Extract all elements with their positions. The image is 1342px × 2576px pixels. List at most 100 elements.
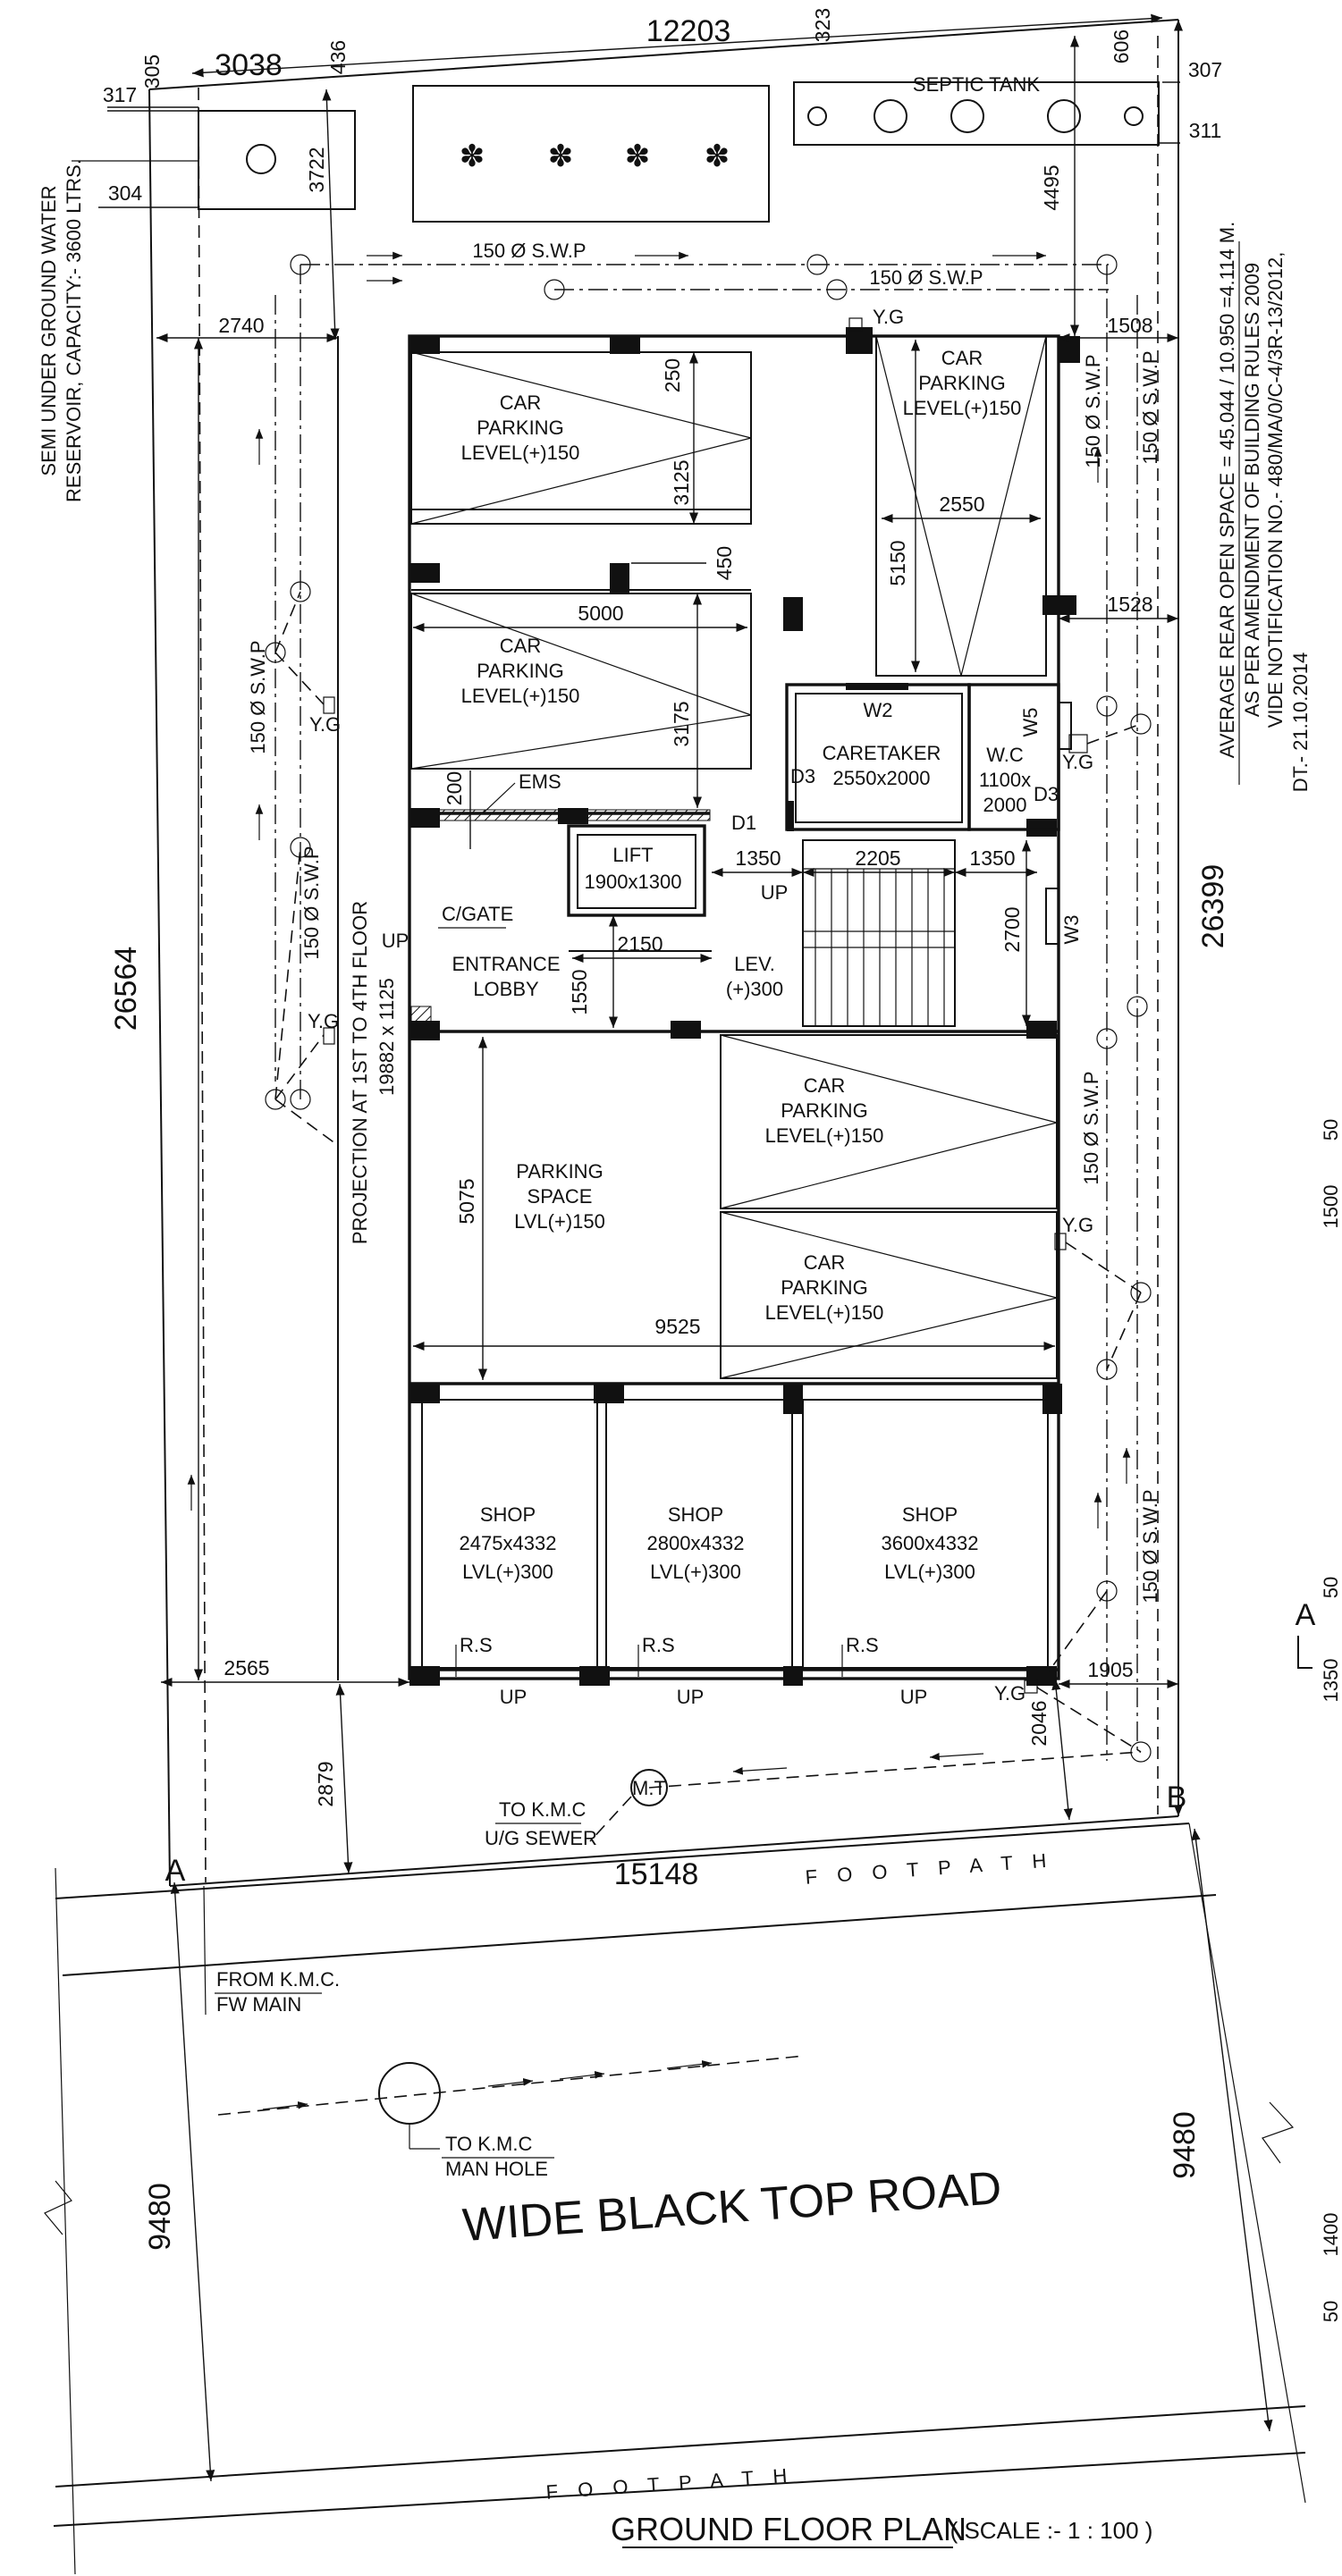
entrance-up: UP [382,930,409,952]
entrance-lobby: C/GATE UP ENTRANCE LOBBY LEV. (+)300 [382,903,783,1000]
dim-1528: 1528 [1107,593,1152,616]
dim-2700: 2700 [1000,906,1024,952]
car-parking-4: CAR PARKING LEVEL(+)150 [720,1034,1058,1209]
svg-text:PARKING: PARKING [477,417,563,439]
svg-text:CARETAKER: CARETAKER [823,742,941,764]
svg-text:TO K.M.C: TO K.M.C [499,1798,586,1821]
rear-note-1: AVERAGE REAR OPEN SPACE = 45.044 / 10.95… [1216,222,1238,758]
svg-text:FW MAIN: FW MAIN [216,1993,301,2016]
dim-5000: 5000 [578,602,623,625]
svg-text:CAR: CAR [941,347,983,369]
svg-text:R.S: R.S [460,1634,493,1656]
dim-305: 305 [140,55,164,88]
svg-text:LEVEL(+)150: LEVEL(+)150 [461,442,580,464]
dim-3125: 3125 [670,459,693,505]
svg-text:PARKING: PARKING [477,660,563,682]
svg-text:50: 50 [1320,1577,1342,1598]
cgate-tag: C/GATE [442,903,513,925]
svg-text:SPACE: SPACE [528,1185,593,1208]
svg-text:2800x4332: 2800x4332 [647,1532,745,1554]
yg-tag: Y.G [1062,751,1093,773]
svg-text:3600x4332: 3600x4332 [882,1532,979,1554]
footpath-top: F O O T P A T H [805,1848,1054,1888]
wc-room: W.C 1100x 2000 W5 D3 [967,683,1072,831]
edge-marks: 50 1500 50 1350 1400 50 A [1296,1119,1342,2322]
reservoir-note-1: SEMI UNDER GROUND WATER [38,185,60,476]
svg-text:LVL(+)150: LVL(+)150 [514,1210,605,1233]
svg-text:UP: UP [900,1686,928,1708]
dim-2565: 2565 [224,1656,269,1679]
swp-top-2: 150 Ø S.W.P [869,266,983,289]
parking-space: PARKING SPACE LVL(+)150 [514,1160,605,1233]
footpath-bottom: F O O T P A T H [545,2463,795,2503]
dim-road-right: 9480 [1168,2111,1202,2179]
swp-right-4: 150 Ø S.W.P [1139,1489,1161,1603]
svg-text:LOBBY: LOBBY [473,978,539,1000]
svg-text:CAR: CAR [804,1251,845,1274]
dim-1350a: 1350 [735,846,781,870]
ems-hatch [410,809,711,821]
entrance-hatch [410,1006,432,1031]
stair-up: UP [761,881,789,904]
dim-1350b: 1350 [969,846,1015,870]
swp-right-3: 150 Ø S.W.P [1080,1071,1102,1184]
dim-2150: 2150 [617,932,663,955]
svg-text:1900x1300: 1900x1300 [585,871,682,893]
shrub-icon: ✽ [548,139,574,173]
swp-left-1: 150 Ø S.W.P [247,640,269,753]
svg-text:SHOP: SHOP [668,1503,723,1526]
svg-text:R.S: R.S [642,1634,675,1656]
dim-5075: 5075 [455,1178,478,1224]
dim-250: 250 [661,358,684,392]
svg-text:SHOP: SHOP [480,1503,536,1526]
plan-scale: ( SCALE :- 1 : 100 ) [950,2517,1153,2544]
dim-323: 323 [811,8,834,42]
svg-text:2000: 2000 [983,794,1027,816]
svg-text:LEVEL(+)150: LEVEL(+)150 [765,1301,884,1324]
caretaker-room: W2 CARETAKER 2550x2000 D3 [785,683,971,831]
mt-tag: M.T [632,1777,666,1799]
svg-text:UP: UP [500,1686,528,1708]
yg-tag: Y.G [994,1682,1025,1705]
car-parking-2: CAR PARKING LEVEL(+)150 [410,593,752,770]
shrub-icon: ✽ [625,139,651,173]
swp-right-1: 150 Ø S.W.P [1082,354,1104,467]
svg-text:W.C: W.C [986,744,1024,766]
septic-label: SEPTIC TANK [913,73,1041,96]
svg-text:2475x4332: 2475x4332 [460,1532,557,1554]
swp-top-1: 150 Ø S.W.P [472,240,586,262]
rear-note-4: DT.- 21.10.2014 [1289,652,1312,793]
section-a: A [1296,1598,1316,1632]
svg-text:1500: 1500 [1320,1185,1342,1229]
svg-text:LVL(+)300: LVL(+)300 [462,1561,553,1583]
svg-text:LEVEL(+)150: LEVEL(+)150 [765,1124,884,1147]
svg-text:1350: 1350 [1320,1659,1342,1703]
svg-text:1400: 1400 [1320,2213,1342,2257]
dim-1550: 1550 [568,969,591,1014]
dim-307: 307 [1188,58,1222,81]
building [337,334,1060,1680]
columns [409,327,1080,1686]
shop-1: SHOP 2475x4332 LVL(+)300 R.S UP [421,1399,598,1708]
d1-tag: D1 [731,812,756,834]
shrub-icon: ✽ [705,139,730,173]
svg-text:R.S: R.S [846,1634,879,1656]
reservoir-note-2: RESERVOIR, CAPACITY:- 3600 LTRS. [63,159,85,502]
top-dimensions: 12203 3038 305 317 436 3722 304 323 606 … [98,8,1222,341]
svg-text:LIFT: LIFT [612,844,653,866]
dim-4495: 4495 [1040,164,1063,210]
svg-text:PARKING: PARKING [918,372,1005,394]
dim-top: 12203 [646,14,731,48]
dim-2205: 2205 [855,846,900,870]
rear-note-2: AS PER AMENDMENT OF BUILDING RULES 2009 [1241,263,1263,717]
dim-2046: 2046 [1027,1700,1051,1746]
svg-text:LVL(+)300: LVL(+)300 [884,1561,975,1583]
svg-text:PARKING: PARKING [781,1099,867,1122]
w5-tag: W5 [1019,708,1042,737]
dim-3175: 3175 [670,701,693,746]
drainage: 150 Ø S.W.P 150 Ø S.W.P 150 Ø S.W.P 150 … [187,240,1161,1763]
car-parking-3: CAR PARKING LEVEL(+)150 [875,335,1047,677]
dim-1905: 1905 [1087,1658,1133,1681]
dim-2740: 2740 [218,314,264,337]
